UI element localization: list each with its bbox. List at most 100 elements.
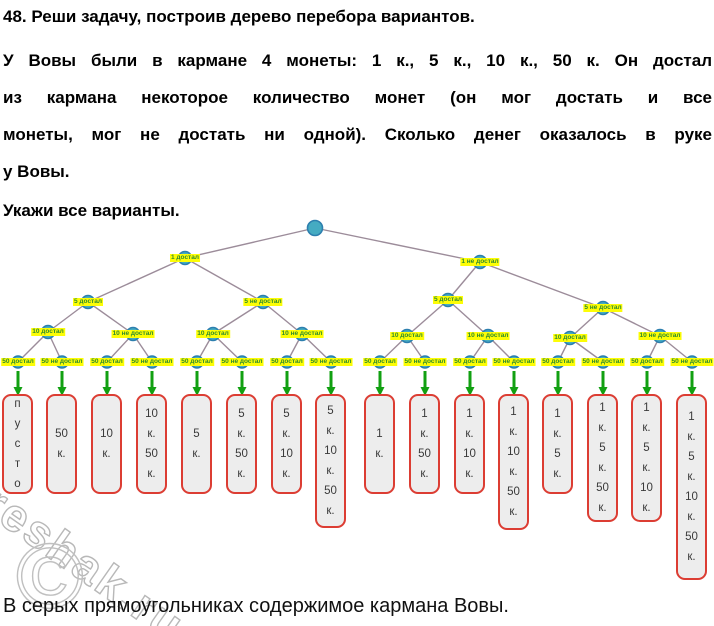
result-box-line: к. [598,422,607,434]
branch-label: 50 достал [180,358,214,366]
result-box-line: 1 [599,402,606,414]
result-box-line: к. [509,466,518,478]
branch-label: 50 не достал [220,358,264,366]
result-box-line: к. [282,468,291,480]
result-box-line: 50 [418,448,431,460]
branch-label: 5 достал [433,296,463,304]
result-box-line: к. [642,462,651,474]
result-box-line: 5 [688,451,695,463]
result-box-line: 5 [554,448,561,460]
result-box-line: т [14,458,21,470]
result-box-line: 10 [100,428,113,440]
result-box-line: 1 [688,411,695,423]
result-box-line: к. [147,468,156,480]
result-box-line: 10 [507,446,520,458]
problem-text-line: монеты, мог не достать ни одной). Скольк… [3,125,712,144]
result-box-line: к. [687,551,696,563]
leaf-arrowhead-icon [553,387,563,396]
result-box-line: к. [237,468,246,480]
result-box-line: 50 [507,486,520,498]
result-box-line: к. [687,471,696,483]
result-box-line: 1 [643,402,650,414]
result-box-line: 10 [640,482,653,494]
branch-label: 5 достал [73,298,103,306]
result-box-line: у [14,418,21,430]
branch-label: 50 достал [363,358,397,366]
branch-label: 50 не достал [403,358,447,366]
tree-edge [87,301,134,335]
leaf-arrowhead-icon [57,387,67,396]
result-box-line: 5 [643,442,650,454]
result-box-line: к. [642,502,651,514]
result-box-line: 10 [685,491,698,503]
tree-edge [184,257,264,303]
result-box: 1 к. 10 к. 50 к. [498,394,529,530]
result-box-line: 50 [596,482,609,494]
tree-edge [569,307,604,339]
branch-label: 50 не достал [492,358,536,366]
leaf-arrowhead-icon [598,387,608,396]
branch-label: 5 не достал [583,304,623,312]
result-box-line: 10 [280,448,293,460]
problem-statement: У Вовы были в кармане 4 монеты: 1 к., 5 … [3,42,712,190]
leaf-arrowhead-icon [102,387,112,396]
result-box-line: 5 [283,408,290,420]
result-box-line: 10 [324,445,337,457]
leaf-arrowhead-icon [282,387,292,396]
branch-label: 10 достал [196,330,230,338]
tree-node [306,219,324,237]
result-box-line: к. [687,431,696,443]
result-box-line: к. [553,428,562,440]
result-box-line: к. [465,468,474,480]
branch-label: 10 достал [31,328,65,336]
problem-number-title: 48. Реши задачу, построив дерево перебор… [3,7,475,26]
leaf-arrowhead-icon [420,387,430,396]
tree-edge [479,261,604,309]
branch-label: 50 достал [630,358,664,366]
result-box-line: 50 [145,448,158,460]
branch-label: 50 не достал [40,358,84,366]
tree-edge [314,227,481,263]
result-box-line: к. [375,448,384,460]
result-box-line: с [14,438,21,450]
result-box-line: к. [509,426,518,438]
tree-edge [406,299,449,337]
result-box-line: 1 [510,406,517,418]
result-box-line: к. [326,505,335,517]
result-box-line: о [14,478,21,490]
tree-edge [212,301,264,335]
result-box-line: 50 [685,531,698,543]
problem-text-line: из кармана некоторое количество монет (о… [3,88,712,107]
branch-label: 10 достал [390,332,424,340]
leaf-arrowhead-icon [237,387,247,396]
leaf-arrowhead-icon [147,387,157,396]
branch-label: 10 не достал [111,330,155,338]
result-box-line: 5 [599,442,606,454]
result-box-line: к. [553,468,562,480]
instruction-text: Укажи все варианты. [3,201,180,220]
tree-edge [184,227,316,259]
result-box-line: к. [420,428,429,440]
tree-edge [87,257,186,303]
result-box-line: 50 [324,485,337,497]
branch-label: 50 не достал [309,358,353,366]
branch-label: 10 не достал [466,332,510,340]
result-box-line: к. [509,506,518,518]
branch-label: 50 достал [270,358,304,366]
result-box-line: к. [237,428,246,440]
result-box-line: п [14,398,21,410]
result-box-line: к. [57,448,66,460]
result-box-line: к. [598,502,607,514]
branch-label: 50 достал [453,358,487,366]
result-box-line: 50 [55,428,68,440]
branch-label: 10 не достал [280,330,324,338]
caption-text: В серых прямоугольниках содержимое карма… [3,595,509,617]
result-box-line: к. [598,462,607,474]
leaf-arrowhead-icon [192,387,202,396]
result-box-line: к. [102,448,111,460]
